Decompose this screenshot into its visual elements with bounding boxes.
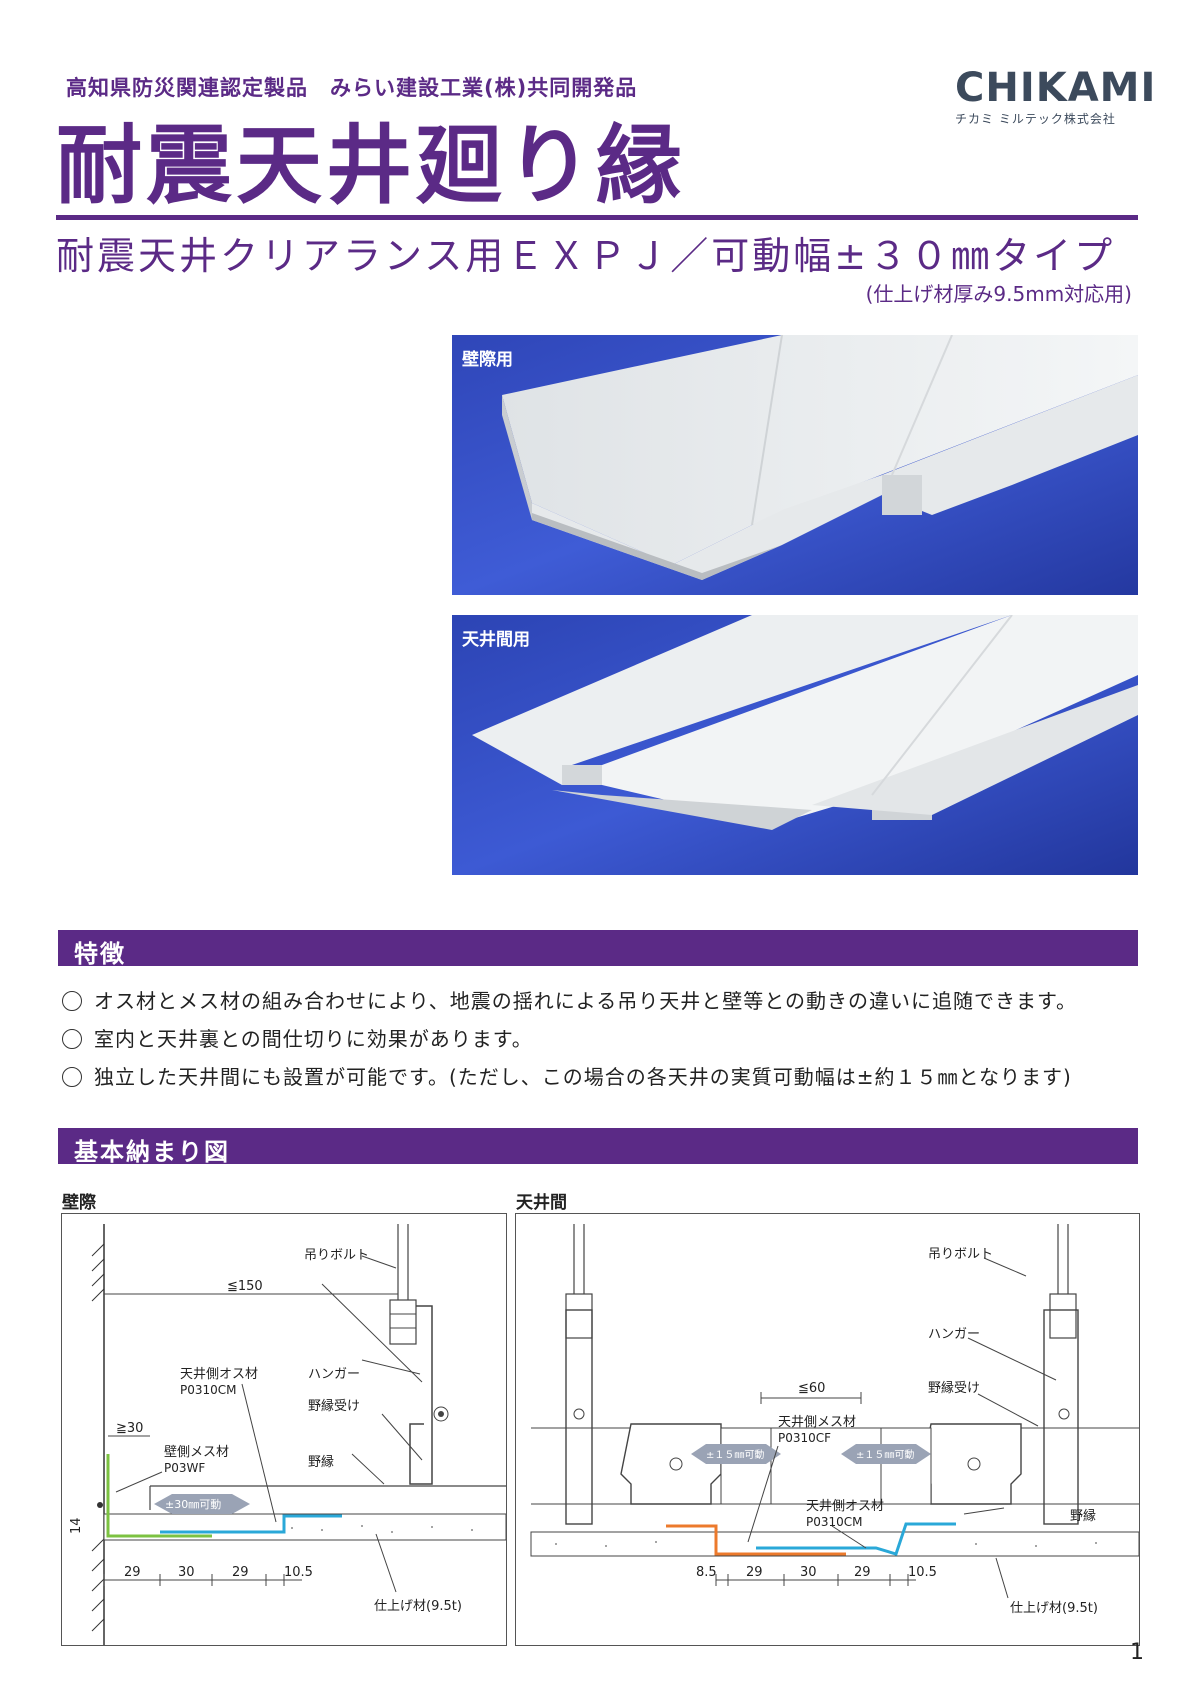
circle-bullet-icon [62, 991, 82, 1011]
wall-dim-4: 10.5 [284, 1565, 313, 1580]
wall-height-14: 14 [69, 1517, 84, 1534]
ceiling-dim-3: 30 [800, 1565, 817, 1580]
page-number: 1 [1130, 1640, 1144, 1665]
wall-move-label: ±30㎜可動 [165, 1497, 221, 1511]
ceiling-section-diagram: 吊りボルト ハンガー 野縁受け ≦60 天井側メス材 P0310CF ±１５㎜可… [515, 1213, 1140, 1646]
page-title: 耐震天井廻り縁 [56, 116, 686, 216]
ceiling-dim-4: 29 [854, 1565, 871, 1580]
wall-dist30: ≧30 [116, 1421, 143, 1436]
wall-diagram-label: 壁際 [62, 1193, 96, 1213]
ceiling-move-right: ±１５㎜可動 [856, 1448, 914, 1461]
wall-finish-label: 仕上げ材(9.5t) [374, 1599, 462, 1614]
photo-ceiling-label: 天井間用 [462, 630, 530, 650]
features-heading: 特徴 [74, 940, 126, 968]
ceiling-male-code: P0310CM [806, 1515, 863, 1529]
wall-dim-2: 30 [178, 1565, 195, 1580]
ceiling-dist60: ≦60 [798, 1381, 825, 1396]
circle-bullet-icon [62, 1029, 82, 1049]
ceiling-finish-label: 仕上げ材(9.5t) [1010, 1601, 1098, 1616]
diagram-heading-band: 基本納まり図 [58, 1128, 1138, 1166]
wall-male-code: P0310CM [180, 1383, 237, 1397]
wall-female-code: P03WF [164, 1461, 205, 1475]
photo-wall-label: 壁際用 [462, 350, 513, 370]
thickness-note: (仕上げ材厚み9.5mm対応用) [865, 282, 1132, 306]
ceiling-female-code: P0310CF [778, 1431, 831, 1445]
ceiling-dim-1: 8.5 [696, 1565, 717, 1580]
ceiling-dim-5: 10.5 [908, 1565, 937, 1580]
feature-item-1: オス材とメス材の組み合わせにより、地震の揺れによる吊り天井と壁等との動きの違いに… [62, 985, 1077, 1014]
logo-company-name: チカミ ミルテック株式会社 [955, 112, 1116, 126]
ceiling-nobuchi-label: 野縁 [1070, 1508, 1096, 1524]
features-heading-band: 特徴 [58, 930, 1138, 968]
ceiling-move-left: ±１５㎜可動 [706, 1448, 764, 1461]
photo-wall-type: 壁際用 [452, 335, 1138, 595]
ceiling-receiver-label: 野縁受け [928, 1380, 980, 1396]
wall-receiver-label: 野縁受け [308, 1398, 360, 1414]
company-logo: CHIKAMI チカミ ミルテック株式会社 [955, 65, 1157, 127]
wall-dist150: ≦150 [227, 1279, 263, 1294]
photo-ceiling-type: 天井間用 [452, 615, 1138, 875]
wall-male-label: 天井側オス材 [180, 1367, 258, 1382]
ceiling-male-label: 天井側オス材 [806, 1499, 884, 1514]
ceiling-hanger-label: ハンガー [928, 1327, 980, 1342]
wall-nobuchi-label: 野縁 [308, 1454, 334, 1470]
wall-female-label: 壁側メス材 [164, 1445, 229, 1460]
diagram-heading: 基本納まり図 [74, 1138, 230, 1166]
page-subtitle: 耐震天井クリアランス用ＥＸＰＪ／可動幅±３０㎜タイプ [56, 234, 1116, 278]
ceiling-female-label: 天井側メス材 [778, 1415, 856, 1430]
wall-dim-3: 29 [232, 1565, 249, 1580]
wall-section-diagram: 吊りボルト ≦150 天井側オス材 P0310CM ハンガー 野縁受け ≧30 … [61, 1213, 507, 1646]
wall-dim-1: 29 [124, 1565, 141, 1580]
ceiling-bolt-label: 吊りボルト [928, 1247, 993, 1262]
feature-item-3: 独立した天井間にも設置が可能です。(ただし、この場合の各天井の実質可動幅は±約１… [62, 1061, 1072, 1090]
circle-bullet-icon [62, 1067, 82, 1087]
title-divider [56, 215, 1138, 220]
ceiling-diagram-label: 天井間 [516, 1193, 567, 1213]
kicker-text: 高知県防災関連認定製品 みらい建設工業(株)共同開発品 [66, 76, 638, 100]
wall-hanger-label: ハンガー [308, 1367, 360, 1382]
wall-bolt-label: 吊りボルト [304, 1248, 369, 1263]
feature-item-2: 室内と天井裏との間仕切りに効果があります。 [62, 1023, 533, 1052]
ceiling-dim-2: 29 [746, 1565, 763, 1580]
logo-wordmark: CHIKAMI [955, 65, 1157, 111]
